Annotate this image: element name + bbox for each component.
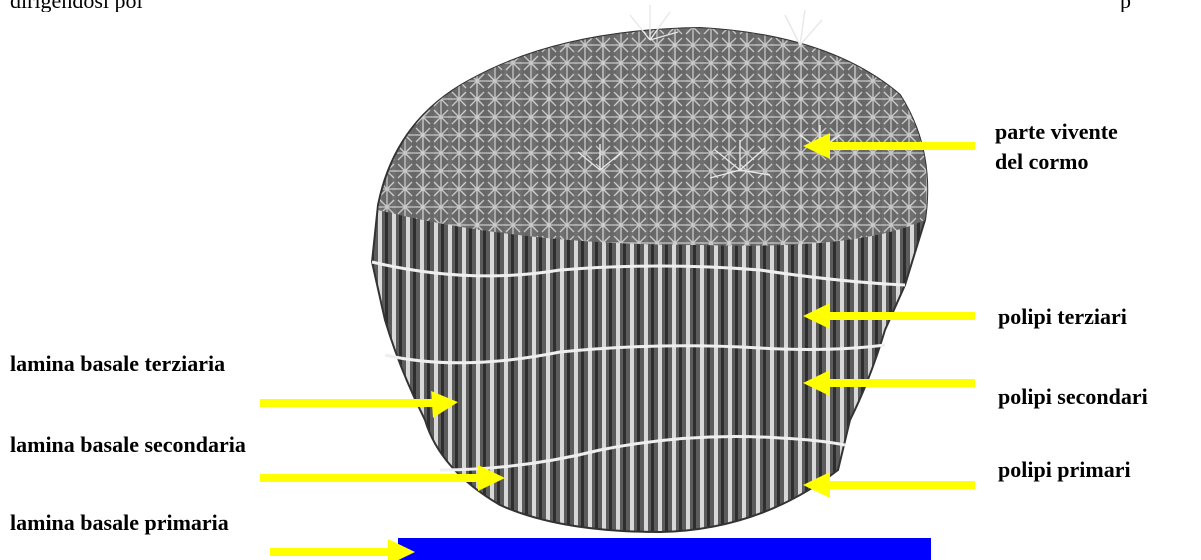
arrow-secondary-polyps xyxy=(803,370,975,396)
label-living-part-line2: del cormo xyxy=(995,147,1118,177)
arrow-primary-polyps xyxy=(803,472,975,498)
label-secondary-polyps: polipi secondari xyxy=(998,382,1148,412)
label-living-part: parte vivente del cormo xyxy=(995,117,1118,177)
label-tertiary-lamina: lamina basale terziaria xyxy=(10,349,225,379)
label-tertiary-polyps: polipi terziari xyxy=(998,302,1127,332)
arrow-primary-lamina xyxy=(270,539,415,560)
label-living-part-line1: parte vivente xyxy=(995,117,1118,147)
base-plate xyxy=(398,538,931,560)
label-secondary-lamina: lamina basale secondaria xyxy=(10,430,246,460)
label-primary-polyps: polipi primari xyxy=(998,455,1131,485)
coral-skeleton-image xyxy=(372,5,927,532)
label-primary-lamina: lamina basale primaria xyxy=(10,508,229,538)
